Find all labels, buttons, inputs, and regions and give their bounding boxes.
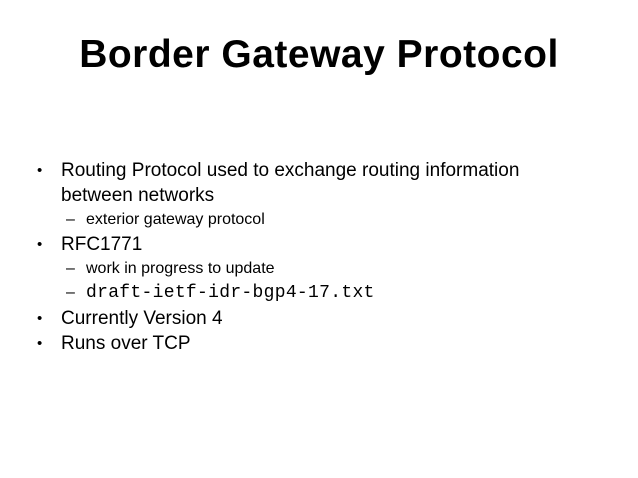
dash-marker: – — [66, 260, 75, 277]
bullet-item: • Runs over TCP — [34, 331, 600, 356]
sub-bullet-item: – draft-ietf-idr-bgp4-17.txt — [66, 281, 600, 306]
sub-bullet-item: – exterior gateway protocol — [66, 208, 600, 232]
bullet-item: • Routing Protocol used to exchange rout… — [34, 158, 600, 208]
bullet-list: • Routing Protocol used to exchange rout… — [34, 158, 600, 356]
bullet-marker: • — [37, 162, 43, 179]
slide-title: Border Gateway Protocol — [79, 33, 559, 76]
dash-marker: – — [66, 284, 75, 301]
bullet-marker: • — [37, 310, 43, 327]
bullet-marker: • — [37, 236, 43, 253]
bullet-text: Currently Version 4 — [61, 308, 223, 329]
bullet-item: • RFC1771 — [34, 232, 600, 257]
sub-bullet-text: work in progress to update — [86, 260, 275, 277]
bullet-text: RFC1771 — [61, 234, 143, 255]
bullet-text: Routing Protocol used to exchange routin… — [61, 160, 520, 206]
bullet-text: Runs over TCP — [61, 333, 191, 354]
sub-bullet-text: exterior gateway protocol — [86, 211, 265, 228]
dash-marker: – — [66, 211, 75, 228]
sub-bullet-mono-text: draft-ietf-idr-bgp4-17.txt — [86, 283, 375, 303]
bullet-item: • Currently Version 4 — [34, 306, 600, 331]
sub-bullet-item: – work in progress to update — [66, 257, 600, 281]
bullet-marker: • — [37, 335, 43, 352]
